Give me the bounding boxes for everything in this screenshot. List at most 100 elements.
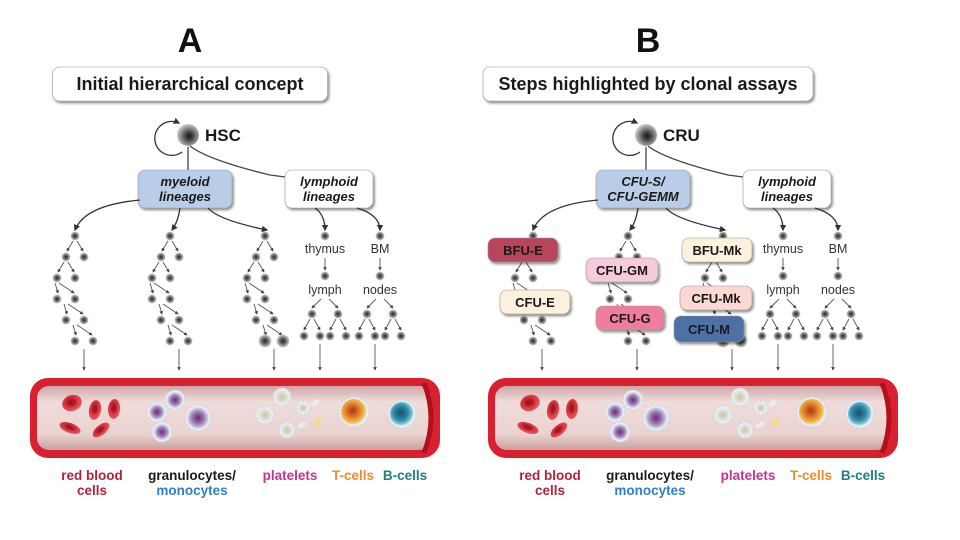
site-label: lymph: [308, 283, 341, 297]
cell-icon: [299, 331, 309, 341]
cell-icon: [846, 309, 856, 319]
arrow-icon: [158, 303, 163, 315]
cell-icon: [778, 231, 788, 241]
cell-icon: [276, 334, 290, 348]
progenitor-box-bfu-mk: BFU-Mk: [681, 237, 753, 263]
arrow-icon: [619, 240, 627, 252]
lymphoid-lineages-box: [742, 169, 832, 209]
cell-icon: [528, 336, 538, 346]
vessel-lumen: [495, 386, 889, 450]
cell-icon: [354, 331, 364, 341]
cell-icon: [854, 331, 864, 341]
platelet-icon: [716, 408, 730, 422]
arrow-icon: [530, 324, 535, 336]
arrow-icon: [248, 282, 265, 294]
arrow-icon: [824, 298, 835, 309]
branch-arrow-icon: [314, 207, 329, 232]
arrow-icon: [67, 261, 75, 273]
branch-arrow-icon: [772, 207, 787, 232]
cell-icon: [833, 231, 843, 241]
t-cell-icon: [341, 399, 367, 425]
arrow-icon: [161, 240, 169, 252]
platelet-icon: [297, 421, 307, 429]
branch-arrow-icon: [665, 207, 727, 233]
arrow-icon: [162, 303, 179, 315]
platelet-icon: [310, 399, 320, 407]
cell-type-label: monocytes: [614, 483, 685, 498]
arrow-icon: [534, 324, 551, 336]
cell-icon: [147, 294, 157, 304]
cell-type-label: T-cells: [332, 468, 374, 483]
monocyte-icon: [187, 407, 209, 429]
arrow-icon: [149, 282, 154, 294]
platelet-icon: [275, 390, 289, 404]
b-cell-icon: [848, 402, 872, 426]
cell-icon: [783, 331, 793, 341]
platelet-icon: [298, 403, 308, 413]
arrow-icon: [515, 261, 523, 273]
cell-icon: [623, 231, 633, 241]
cell-icon: [61, 315, 71, 325]
panel-title: Initial hierarchical concept: [76, 74, 303, 94]
branch-arrow-icon: [531, 199, 599, 232]
arrow-icon: [58, 282, 75, 294]
cell-icon: [165, 273, 175, 283]
site-label: nodes: [363, 283, 397, 297]
cell-icon: [362, 309, 372, 319]
myeloid-lineages-box: [595, 169, 691, 209]
connector-line: [647, 145, 759, 180]
cell-icon: [333, 309, 343, 319]
progenitor-box-cfu-gm: CFU-GM: [585, 257, 659, 283]
myeloid-label: lineages: [159, 189, 211, 204]
cell-icon: [315, 331, 325, 341]
stem-cell-icon: [635, 124, 657, 146]
cell-type-label: red blood: [61, 468, 123, 483]
red-blood-cell-center: [525, 399, 535, 407]
branch-arrow-icon: [814, 207, 842, 232]
cell-icon: [388, 309, 398, 319]
lymphoid-label: lineages: [761, 189, 813, 204]
progenitor-box-cfu-e: CFU-E: [499, 289, 571, 315]
arrow-icon: [63, 303, 68, 315]
cell-icon: [375, 271, 385, 281]
arrow-icon: [54, 282, 59, 294]
arrow-icon: [247, 261, 255, 273]
arrow-icon: [262, 324, 267, 336]
cell-icon: [757, 331, 767, 341]
lymphoid-lineages-box: [284, 169, 374, 209]
arrow-icon: [253, 303, 258, 315]
arrow-icon: [328, 298, 339, 309]
cell-icon: [242, 273, 252, 283]
progenitor-box-cfu-g: CFU-G: [595, 305, 665, 331]
t-cell-icon: [799, 399, 825, 425]
platelet-icon: [739, 424, 751, 436]
branch-arrow-icon: [356, 207, 384, 232]
cell-icon: [147, 273, 157, 283]
blood-vessel: [488, 378, 898, 458]
myeloid-label: CFU-GEMM: [607, 189, 680, 204]
cell-type-label: cells: [535, 483, 565, 498]
cell-icon: [70, 273, 80, 283]
arrow-icon: [167, 324, 172, 336]
granulocyte-icon: [149, 404, 165, 420]
granulocyte-icon: [154, 424, 170, 440]
cell-icon: [165, 294, 175, 304]
cell-icon: [325, 331, 335, 341]
cell-icon: [528, 273, 538, 283]
cell-type-label: monocytes: [156, 483, 227, 498]
cell-icon: [242, 294, 252, 304]
site-label: lymph: [766, 283, 799, 297]
red-blood-cell-center: [569, 405, 575, 413]
progenitor-label: CFU-G: [609, 311, 650, 326]
cell-type-label: T-cells: [790, 468, 832, 483]
arrow-icon: [384, 318, 392, 331]
stem-cell-icon: [177, 124, 199, 146]
cell-icon: [623, 336, 633, 346]
platelet-icon: [281, 424, 293, 436]
cell-icon: [251, 252, 261, 262]
cell-icon: [791, 309, 801, 319]
arrow-icon: [76, 324, 93, 336]
arrow-icon: [76, 240, 84, 252]
arrow-icon: [72, 324, 77, 336]
